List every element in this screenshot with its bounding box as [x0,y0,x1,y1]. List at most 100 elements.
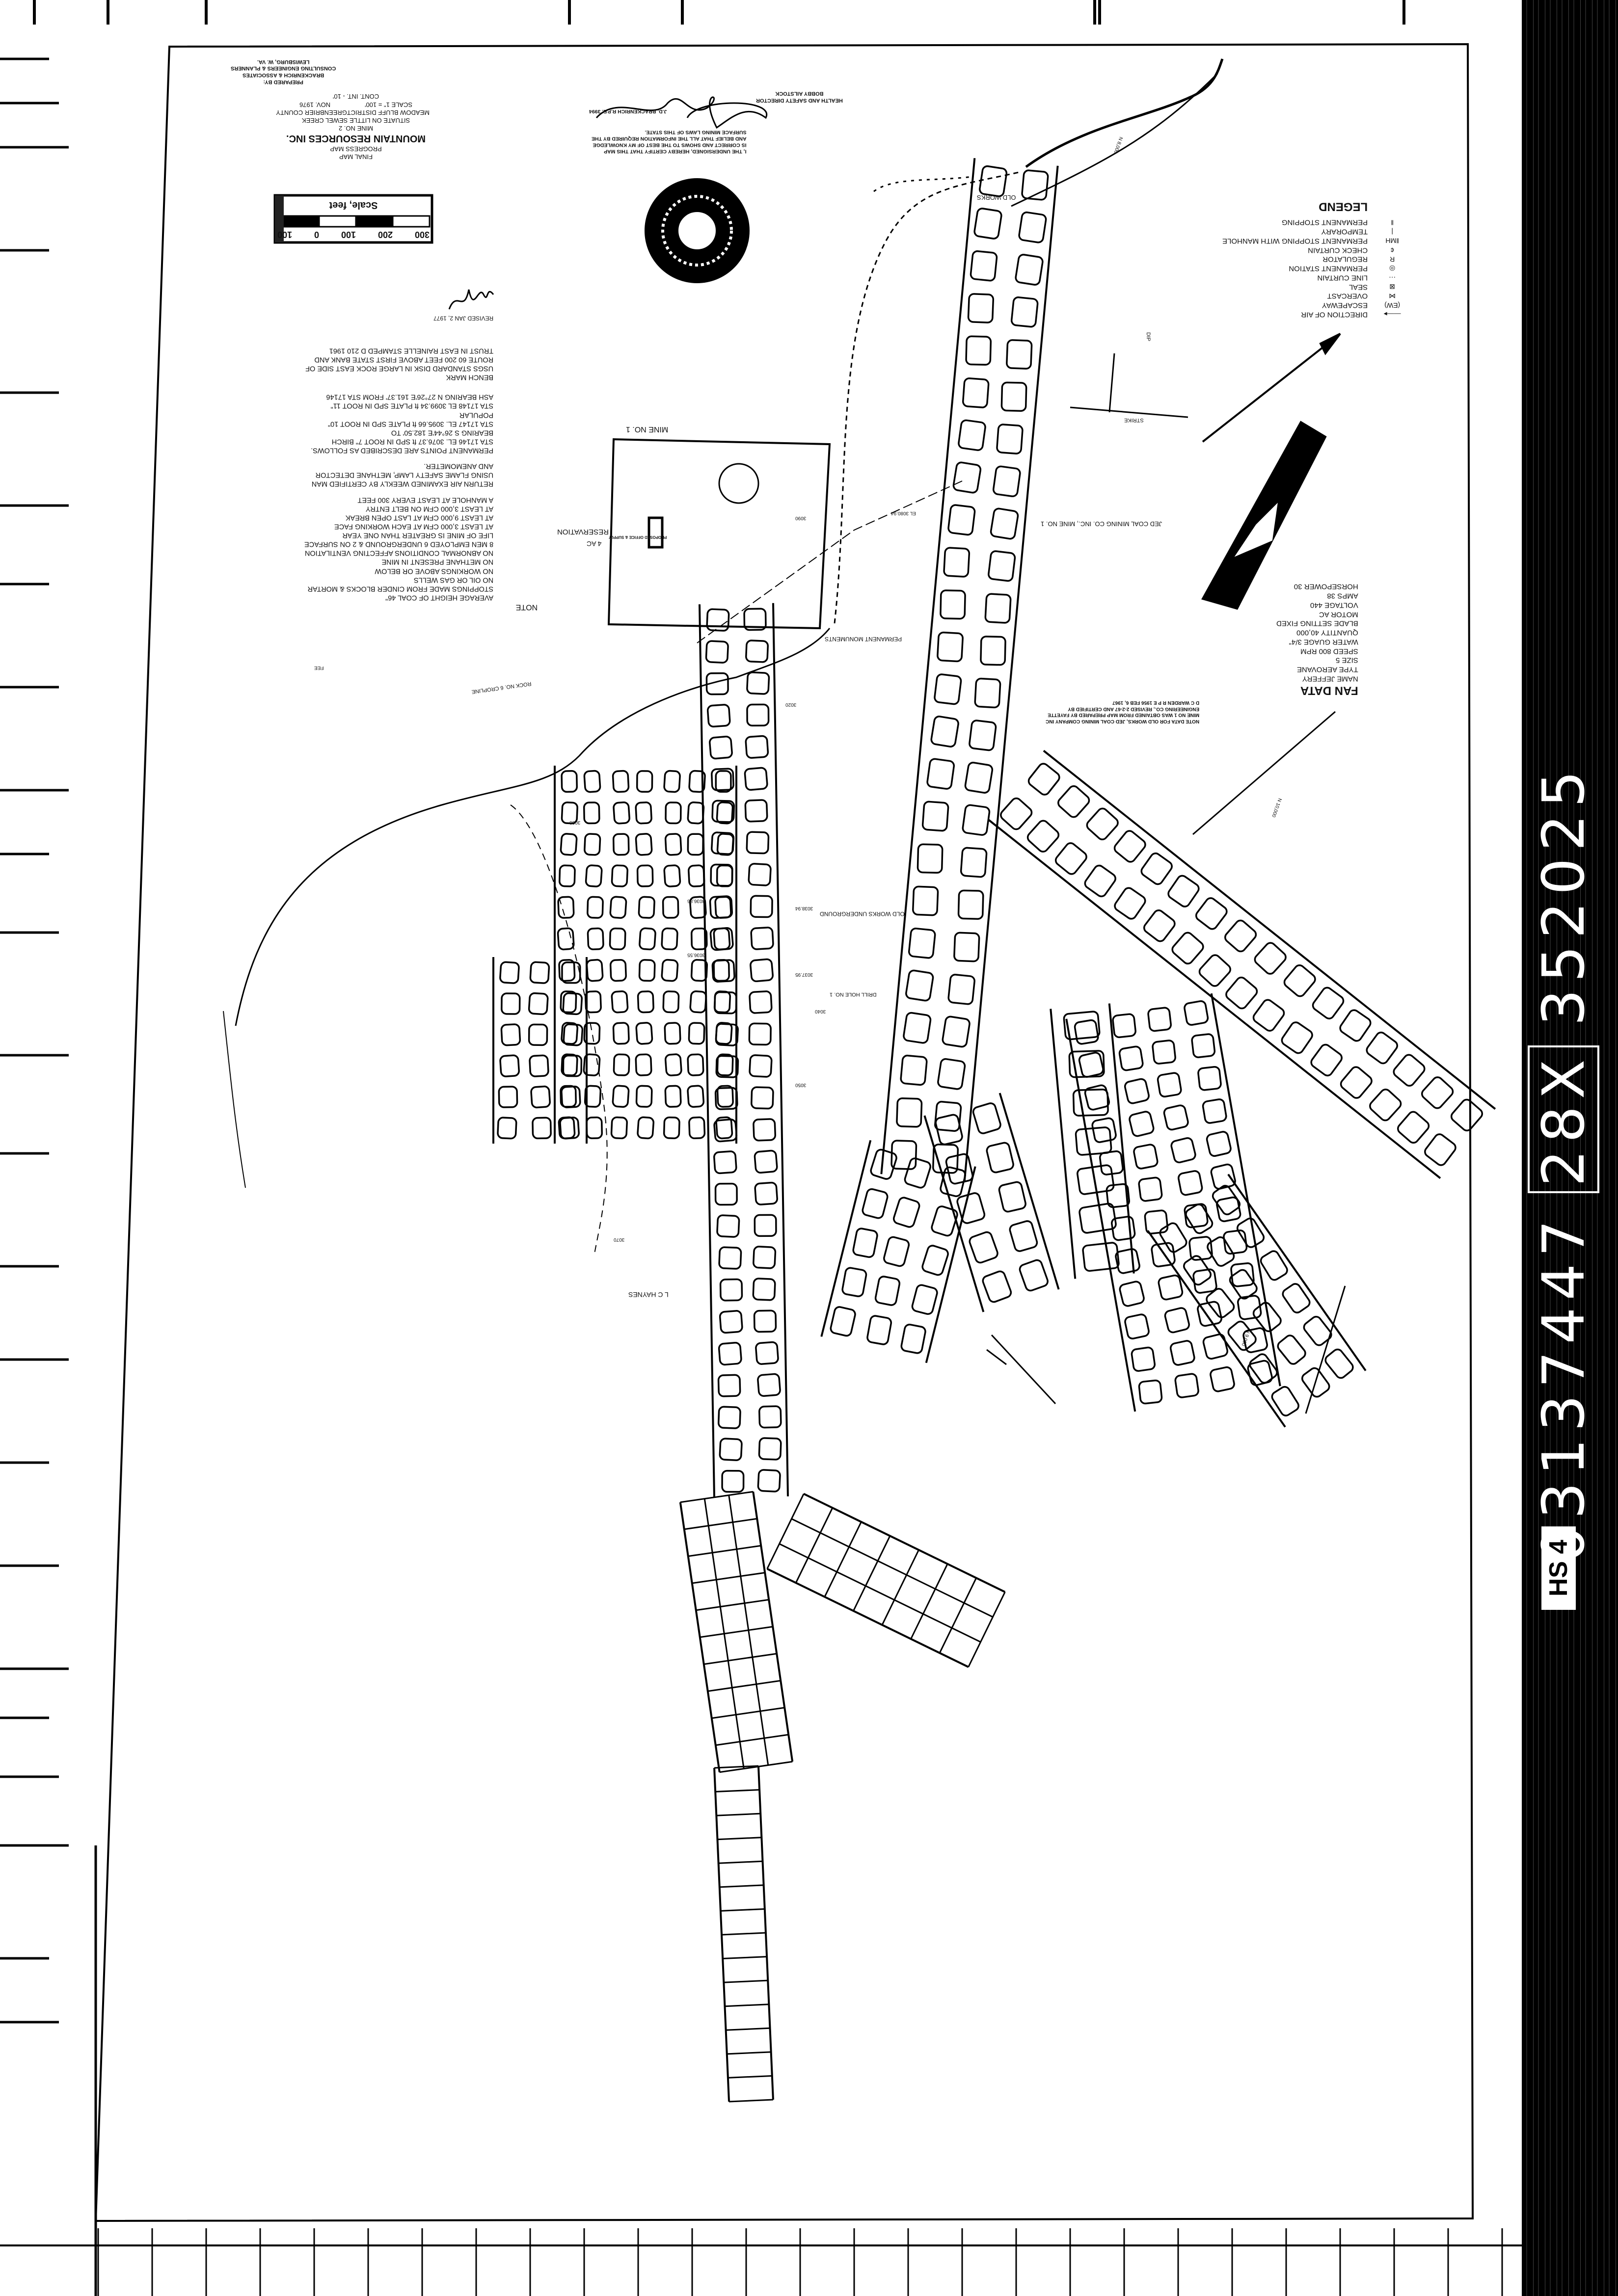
coal-pillar [1184,1000,1209,1026]
coal-pillar [688,770,706,793]
coal-pillar [931,1205,958,1237]
old-works-note-line: ENGINEERING CO., REVISED 2-2-67 AND CERT… [1068,706,1200,712]
prepared-by-line: PREPARED BY: [263,79,303,85]
coal-pillar [745,735,769,759]
coal-pillar [1144,1209,1169,1235]
legend-symbol-icon: R [1390,255,1395,264]
prepared-by-line: CONSULTING ENGINEERS & PLANNERS [231,65,336,72]
coal-pillar [529,961,550,984]
contour-line [578,628,831,756]
coal-pillar [687,833,704,856]
coal-pillar [714,896,732,919]
coal-pillar [689,990,707,1014]
legend-item: ¢CHECK CURTAIN [1222,245,1402,254]
fan-data-row: SPEED 800 RPM [1300,647,1358,655]
permanent-point-line: STA 17148 EL 3099.34 ft PLATE SPD IN ROO… [330,401,494,410]
coal-pillar [558,959,576,982]
mine-name: MINE NO. 2 [338,125,374,133]
coal-pillar [874,1276,901,1306]
entry-rib-line [1043,749,1496,1110]
coal-pillar [1079,1202,1117,1234]
label-drill-hole: DRILL HOLE NO. 1 [830,991,877,997]
coal-pillar [1369,1088,1402,1121]
old-works-note: NOTE DATA FOR OLD WORKS, JED COAL MINING… [1046,699,1199,724]
coal-pillar [1159,1222,1187,1253]
coal-pillar [1006,339,1033,370]
notes-title: NOTE [515,603,538,612]
coal-pillar [1174,1373,1199,1398]
entry-system [820,1140,976,1363]
coal-pillar [719,1278,743,1302]
coal-pillar [750,895,773,918]
coal-pillar [560,990,577,1014]
label-mine-no1: MINE NO. 1 [626,425,669,433]
coal-pillar [690,959,708,982]
coal-pillar [636,864,654,887]
fan-data-row: BLADE SETTING FIXED [1276,619,1358,628]
coal-pillar [921,1245,949,1276]
fan-symbol [718,463,759,504]
coal-pillar [1106,1183,1131,1208]
grid-line [766,1493,805,1570]
bench-mark-line: BENCH MARK [446,373,494,381]
entry-system [713,1765,774,2103]
coal-pillar [664,1053,682,1076]
coal-pillar [561,770,578,793]
entry-rib-line [1147,1230,1286,1428]
coal-pillar [612,1022,630,1045]
coal-pillar [688,864,705,887]
elevation-label: EL 3080.94 [891,510,916,516]
grid-line [711,1707,785,1719]
coal-pillar [1170,1137,1196,1164]
coal-pillar [1450,1098,1483,1132]
elevation-label: 3036.86 [687,898,705,904]
note-line: NO WORKINGS ABOVE OR BELOW [375,566,494,575]
entry-system [880,158,1059,1182]
grid-line [725,2003,769,2007]
entry-rib-line [1210,993,1281,1387]
legend-item: ⊠SEAL [1222,282,1402,291]
legend-symbol-icon: ‖MH [1385,237,1399,245]
certification-line: SURFACE MINING LAWS OF THIS STATE. [645,129,747,135]
coal-pillar [498,1086,518,1108]
entry-rib-line [963,165,1059,1182]
coal-pillar [1260,1250,1288,1281]
film-number-a: 03137447 [1530,1213,1597,1563]
return-air-line: AND ANEMOMETER. [424,462,494,470]
coal-pillar [852,1228,878,1258]
coal-pillar [587,896,604,919]
coal-pillar [1084,864,1116,898]
coal-pillar [1206,1288,1235,1318]
coal-pillar [1138,1379,1163,1405]
coal-pillar [714,991,737,1015]
county: GREENBRIER COUNTY [276,108,347,116]
coal-pillar [1366,1031,1398,1065]
grid-line [824,1522,862,1598]
coal-pillar [635,1022,653,1045]
health-safety-block: HEALTH AND SAFETY DIRECTOR BOBBY AILSTOC… [756,90,843,104]
coal-pillar [1303,1315,1332,1346]
map-date: NOV. 1976 [299,101,331,108]
coal-pillar [926,758,955,790]
grid-line [968,1591,1006,1668]
map-frame-border [94,43,1474,2222]
coal-pillar [709,735,733,760]
coal-pillar [758,1405,782,1429]
coal-pillar [905,969,934,1002]
coal-pillar [984,593,1012,624]
coal-pillar [583,1053,601,1076]
label-acres: 4 AC [587,540,602,548]
label-jed-coal: JED COAL MINING CO. INC., MINE NO. 1 [1041,520,1162,528]
legend-label: LINE CURTAIN [1317,273,1368,282]
coal-pillar [1195,897,1228,930]
legend-label: DIRECTION OF AIR [1301,310,1368,319]
coal-pillar [561,1053,578,1076]
entry-rib-line [1108,1003,1135,1274]
fan-data-row: NAME JEFFERY [1302,674,1358,683]
coal-pillar [969,720,997,751]
certification-block: J.D. BRACKENRICH R.P.E. 3994 SURFACE MIN… [589,88,667,114]
coal-pillar [841,1267,867,1297]
coal-pillar [1249,1353,1278,1384]
permanent-point-line: STA 17147 EL. 3095.66 ft PLATE SPD IN RO… [327,420,494,427]
coal-pillar [982,1270,1012,1303]
